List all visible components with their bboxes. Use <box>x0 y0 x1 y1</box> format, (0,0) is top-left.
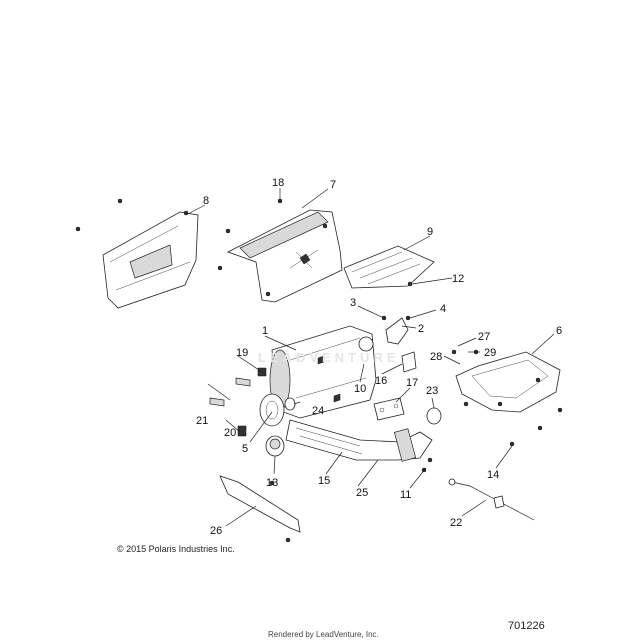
callout-3: 3 <box>350 297 356 309</box>
part-6-lower-shield <box>455 351 561 413</box>
part-1-muffler <box>269 325 377 419</box>
callout-18: 18 <box>272 177 284 189</box>
callout-25: 25 <box>356 487 368 499</box>
callout-12: 12 <box>452 273 464 285</box>
callout-21: 21 <box>196 415 208 427</box>
watermark: LEADVENTURE <box>258 350 400 365</box>
callout-labels: 1 2 3 4 5 6 7 8 9 10 11 12 13 14 15 16 1… <box>196 177 562 537</box>
part-23-cap <box>426 407 442 425</box>
callout-27: 27 <box>478 331 490 343</box>
part-22-cable <box>448 478 535 521</box>
leader-lines <box>187 188 555 527</box>
copyright-text: © 2015 Polaris Industries Inc. <box>117 544 235 554</box>
part-15-head-pipe <box>285 419 433 462</box>
callout-1: 1 <box>262 325 268 337</box>
part-26-mount-plate <box>219 475 301 533</box>
callout-14: 14 <box>487 469 499 481</box>
part-7-heat-shield-top <box>226 209 343 303</box>
part-5-flange <box>259 393 285 427</box>
part-8-heat-shield-left <box>102 210 199 309</box>
callout-13: 13 <box>266 477 278 489</box>
part-13-grommet <box>265 435 285 457</box>
document-number: 701226 <box>508 620 545 632</box>
part-16-bracket <box>401 351 417 373</box>
callout-19: 19 <box>236 347 248 359</box>
callout-20: 20 <box>224 427 236 439</box>
callout-7: 7 <box>330 179 336 191</box>
callout-17: 17 <box>406 377 418 389</box>
callout-29: 29 <box>484 347 496 359</box>
callout-26: 26 <box>210 525 222 537</box>
callout-22: 22 <box>450 517 462 529</box>
part-2-tip <box>385 317 409 345</box>
callout-5: 5 <box>242 443 248 455</box>
callout-15: 15 <box>318 475 330 487</box>
callout-28: 28 <box>430 351 442 363</box>
part-9-deflector <box>343 245 435 289</box>
callout-10: 10 <box>354 383 366 395</box>
callout-8: 8 <box>203 195 209 207</box>
callout-16: 16 <box>375 375 387 387</box>
callout-4: 4 <box>440 303 446 315</box>
callout-11: 11 <box>400 489 411 501</box>
callout-2: 2 <box>418 323 424 335</box>
callout-9: 9 <box>427 226 433 238</box>
part-17-flange-gasket <box>373 397 405 421</box>
callout-23: 23 <box>426 385 438 397</box>
callout-24: 24 <box>312 405 324 417</box>
fasteners <box>75 198 563 543</box>
callout-6: 6 <box>556 325 562 337</box>
rendered-by-text: Rendered by LeadVenture, Inc. <box>268 630 379 639</box>
part-24-gasket <box>284 397 296 411</box>
